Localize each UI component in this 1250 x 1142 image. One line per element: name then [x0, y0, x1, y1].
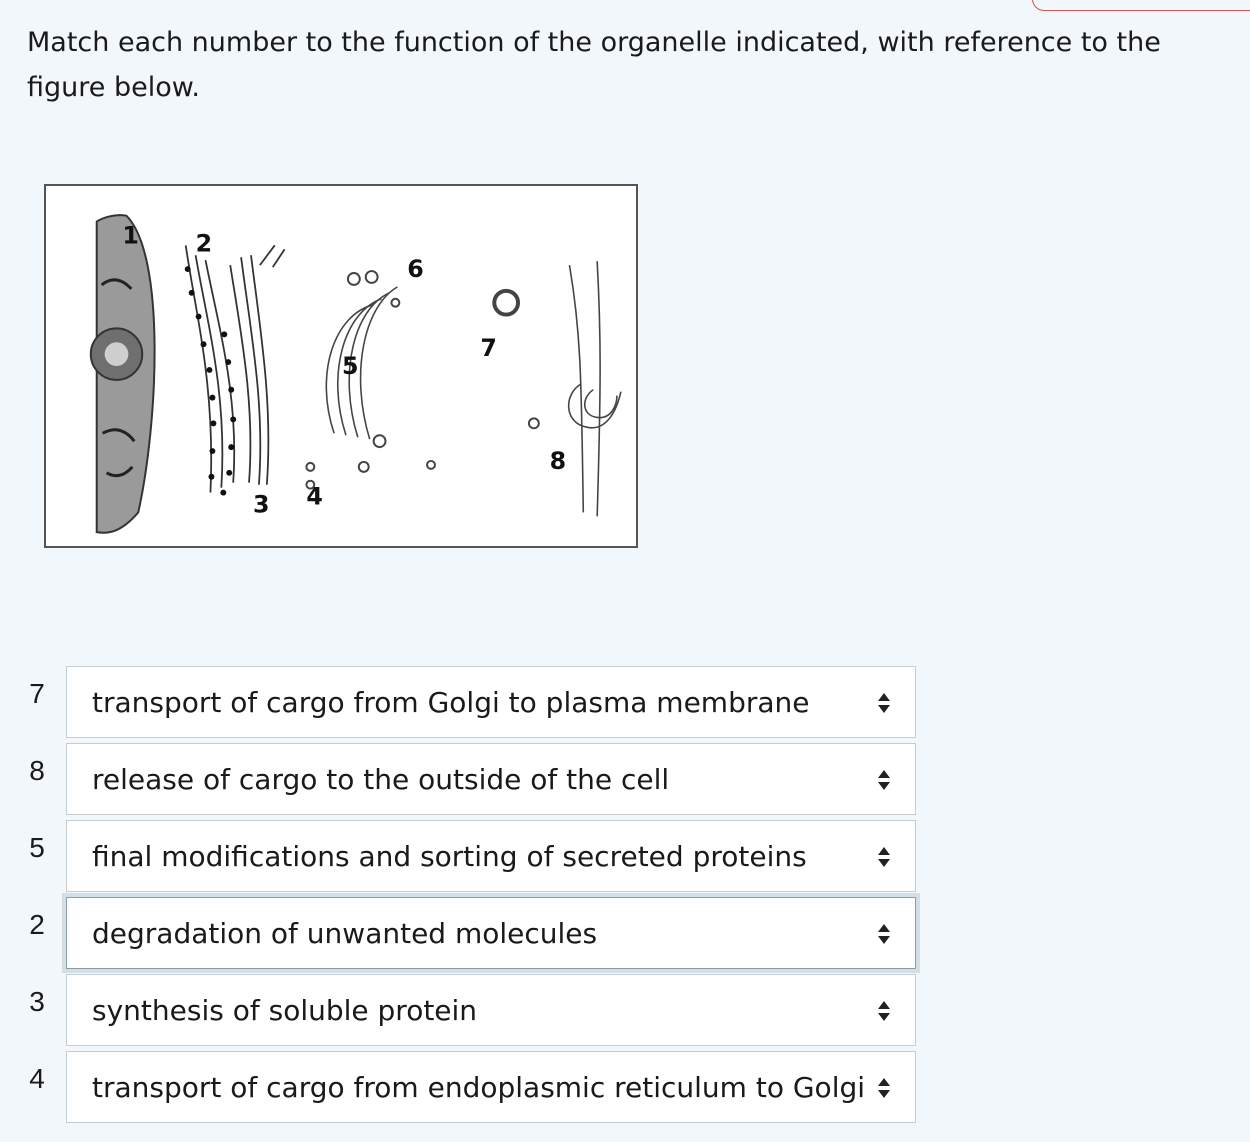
- up-down-caret-icon: [877, 768, 891, 792]
- match-number: 5: [29, 832, 45, 863]
- match-dropdown[interactable]: final modifications and sorting of secre…: [66, 820, 916, 892]
- dropdown-selected-value: transport of cargo from Golgi to plasma …: [92, 686, 810, 719]
- chromatin: [100, 278, 136, 478]
- match-number: 4: [29, 1063, 45, 1094]
- match-dropdown[interactable]: release of cargo to the outside of the c…: [66, 743, 916, 815]
- up-down-caret-icon: [877, 691, 891, 715]
- golgi-apparatus: [325, 286, 398, 440]
- vesicles: [305, 270, 540, 490]
- top-tab-edge: [1032, 0, 1250, 11]
- dropdown-selected-value: final modifications and sorting of secre…: [92, 840, 807, 873]
- up-down-caret-icon: [877, 1076, 891, 1100]
- match-row: 2 degradation of unwanted molecules: [0, 897, 1250, 971]
- match-row: 4 transport of cargo from endoplasmic re…: [0, 1051, 1250, 1125]
- match-dropdown[interactable]: transport of cargo from endoplasmic reti…: [66, 1051, 916, 1123]
- up-down-caret-icon: [877, 922, 891, 946]
- figure-label-5: 5: [342, 352, 359, 380]
- up-down-caret-icon: [877, 845, 891, 869]
- dropdown-selected-value: degradation of unwanted molecules: [92, 917, 598, 950]
- match-dropdown[interactable]: transport of cargo from Golgi to plasma …: [66, 666, 916, 738]
- nucleolus-center: [104, 342, 129, 366]
- match-dropdown-focused[interactable]: degradation of unwanted molecules: [66, 897, 916, 969]
- figure-label-6: 6: [407, 255, 424, 283]
- ribosomes: [184, 266, 237, 496]
- plasma-membrane: [567, 261, 622, 517]
- figure-label-8: 8: [550, 447, 567, 475]
- match-row: 8 release of cargo to the outside of the…: [0, 743, 1250, 817]
- match-row: 7 transport of cargo from Golgi to plasm…: [0, 666, 1250, 740]
- match-dropdown[interactable]: synthesis of soluble protein: [66, 974, 916, 1046]
- figure-label-1: 1: [122, 221, 139, 249]
- figure-label-4: 4: [306, 482, 323, 510]
- match-row: 5 final modifications and sorting of sec…: [0, 820, 1250, 894]
- cell-diagram: 1 2 3 4 5 6 7 8: [89, 214, 622, 534]
- up-down-caret-icon: [877, 999, 891, 1023]
- match-number: 7: [29, 678, 45, 709]
- rough-er: [184, 244, 286, 493]
- question-text: Match each number to the function of the…: [27, 27, 1161, 103]
- match-row: 3 synthesis of soluble protein: [0, 974, 1250, 1048]
- match-number: 3: [29, 986, 45, 1017]
- figure-label-2: 2: [196, 229, 213, 257]
- match-number: 2: [29, 909, 45, 940]
- organelle-figure: 1 2 3 4 5 6 7 8: [44, 184, 638, 548]
- figure-label-3: 3: [253, 490, 270, 518]
- match-number: 8: [29, 755, 45, 786]
- dropdown-selected-value: release of cargo to the outside of the c…: [92, 763, 670, 796]
- figure-label-7: 7: [480, 334, 497, 362]
- dropdown-selected-value: synthesis of soluble protein: [92, 994, 478, 1027]
- dropdown-selected-value: transport of cargo from endoplasmic reti…: [92, 1071, 866, 1104]
